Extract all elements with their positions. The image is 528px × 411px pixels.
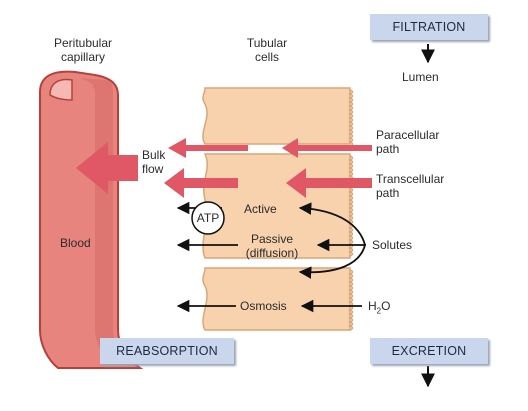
solutes-label: Solutes bbox=[372, 238, 413, 252]
tubular-cells-label: Tubular cells bbox=[246, 36, 288, 64]
blood-label: Blood bbox=[60, 236, 91, 250]
bulk-flow-label: Bulk flow bbox=[142, 148, 166, 176]
bulk-flow-arrow bbox=[76, 142, 138, 194]
reabsorption-box: REABSORPTION bbox=[100, 338, 234, 364]
paracellular-arrow bbox=[168, 138, 372, 158]
paracellular-path-label: Paracellular path bbox=[376, 128, 440, 156]
osmosis-label: Osmosis bbox=[240, 299, 287, 313]
tubular-cells-shape bbox=[202, 87, 354, 331]
excretion-box: EXCRETION bbox=[370, 338, 488, 364]
h2o-label: H2O bbox=[368, 299, 391, 316]
atp-circle bbox=[191, 201, 225, 235]
transcellular-arrow bbox=[164, 168, 372, 198]
passive-diffusion-label: Passive (diffusion) bbox=[245, 232, 299, 260]
peritubular-label: Peritubular capillary bbox=[53, 36, 113, 64]
filtration-box: FILTRATION bbox=[370, 14, 488, 40]
transcellular-path-label: Transcellular path bbox=[376, 172, 445, 200]
active-label: Active bbox=[244, 202, 277, 216]
atp-label: ATP bbox=[196, 211, 220, 225]
lumen-label: Lumen bbox=[402, 70, 439, 84]
peritubular-capillary-shape bbox=[39, 70, 144, 369]
